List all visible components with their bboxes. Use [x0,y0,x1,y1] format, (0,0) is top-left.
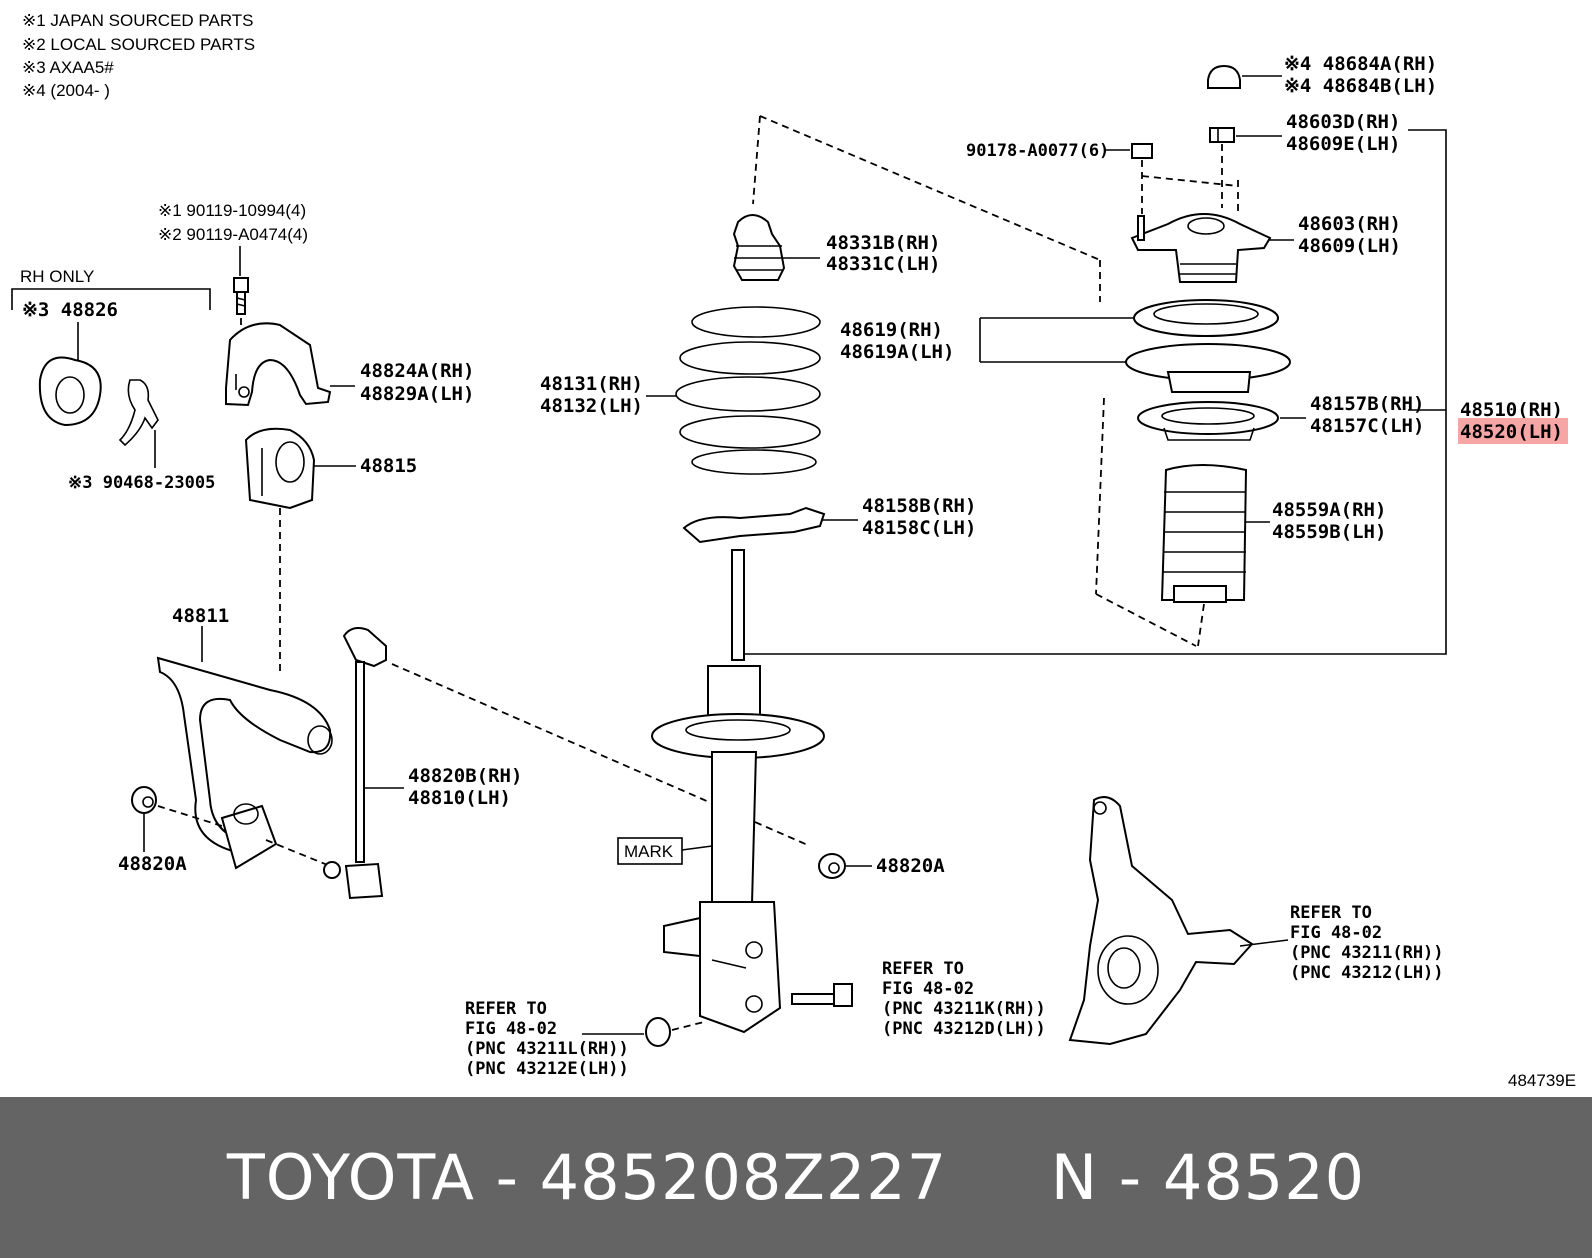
bracket-rh-label: 48824A(RH) [360,360,474,382]
part-number-banner: TOYOTA - 485208Z227 N - 48520 [0,1097,1592,1258]
ref-mid-line1: REFER TO [882,959,964,979]
shield-part-48826 [38,322,102,427]
ref-mid-line3: (PNC 43211K(RH)) [882,999,1046,1019]
figure-id: 484739E [1508,1071,1576,1090]
upper-insulator-part [1137,401,1279,441]
bumper-lh-label: 48331C(LH) [826,253,940,275]
bolt-label-2: ※2 90119-A0474(4) [158,225,308,244]
dust-boot-part [1160,464,1248,603]
note-3: ※3 AXAA5# [22,58,114,77]
mark-label: MARK [624,842,674,861]
note-2: ※2 LOCAL SOURCED PARTS [22,35,255,54]
strut-lh-label: 48520(LH) [1460,421,1563,443]
part-number-text: TOYOTA - 485208Z227 N - 48520 [226,1141,1366,1214]
spring-lh-label: 48132(LH) [540,395,643,417]
ref-left-line4: (PNC 43212E(LH)) [465,1059,629,1079]
rh-only-label: RH ONLY [20,267,94,286]
link-lh-label: 48810(LH) [408,787,511,809]
cap-lh-label: ※4 48684B(LH) [1284,75,1437,97]
upper-insul-rh-label: 48157B(RH) [1310,393,1424,415]
nut-left-label: 48820A [118,853,187,875]
ref-right-line4: (PNC 43212(LH)) [1290,963,1444,983]
clip-part [118,379,159,468]
mount-lh-label: 48609(LH) [1298,235,1401,257]
ref-left-line1: REFER TO [465,999,547,1019]
strut-lh-highlight [1458,418,1568,444]
top-nut-part [1209,127,1235,143]
mount-rh-label: 48603(RH) [1298,213,1401,235]
cap-rh-label: ※4 48684A(RH) [1284,53,1437,75]
seat-rh-label: 48619(RH) [840,319,943,341]
bolt-label-1: ※1 90119-10994(4) [158,201,306,220]
ref-right-line1: REFER TO [1290,903,1372,923]
note-1: ※1 JAPAN SOURCED PARTS [22,11,254,30]
spring-rh-label: 48131(RH) [540,373,643,395]
nut-right-label: 48820A [876,855,945,877]
clip-label: ※3 90468-23005 [68,473,215,493]
nut-right-part [818,853,846,879]
ref-left-line2: FIG 48-02 [465,1019,557,1039]
steering-knuckle-part [1068,796,1254,1046]
cap-part [1207,64,1241,89]
strut-rh-label: 48510(RH) [1460,399,1563,421]
mark-callout: MARK [617,837,713,865]
suspension-exploded-diagram: ※1 JAPAN SOURCED PARTS ※2 LOCAL SOURCED … [11,11,1576,1090]
stabilizer-link-part [323,627,387,900]
upper-insul-lh-label: 48157C(LH) [1310,415,1424,437]
stabilizer-bracket-part [225,322,332,407]
nut-left-part [131,786,157,814]
spring-seat-lower-part [1125,343,1291,393]
lower-insulator-part [682,506,826,544]
spring-seat-upper-part [1133,299,1279,337]
ref-mid-line4: (PNC 43212D(LH)) [882,1019,1046,1039]
small-nut-label: 90178-A0077(6) [966,141,1109,161]
note-4: ※4 (2004- ) [22,81,110,100]
top-nut-lh-label: 48609E(LH) [1286,133,1400,155]
boot-rh-label: 48559A(RH) [1272,499,1386,521]
ref-mid-line2: FIG 48-02 [882,979,974,999]
upper-mount-part [1130,213,1272,283]
ref-right-line3: (PNC 43211(RH)) [1290,943,1444,963]
seat-lh-label: 48619A(LH) [840,341,954,363]
knuckle-nut-part [645,1017,671,1047]
ref-left-line3: (PNC 43211L(RH)) [465,1039,629,1059]
part-48826-label: ※3 48826 [22,299,118,321]
lower-insul-rh-label: 48158B(RH) [862,495,976,517]
bumper-rh-label: 48331B(RH) [826,232,940,254]
small-nut-part [1131,143,1153,159]
lower-insul-lh-label: 48158C(LH) [862,517,976,539]
coil-spring-part [675,306,821,475]
stabilizer-bar-label: 48811 [172,605,229,627]
top-nut-rh-label: 48603D(RH) [1286,111,1400,133]
bracket-lh-label: 48829A(LH) [360,383,474,405]
bump-stopper-part [732,214,786,281]
bolt-part [233,277,249,315]
stabilizer-bar-part [156,656,333,870]
notes-legend: ※1 JAPAN SOURCED PARTS ※2 LOCAL SOURCED … [22,11,255,100]
bushing-part-48815 [244,427,316,510]
knuckle-bolt-part [791,983,853,1007]
strut-assembly-part [651,549,825,1034]
ref-right-line2: FIG 48-02 [1290,923,1382,943]
boot-lh-label: 48559B(LH) [1272,521,1386,543]
link-rh-label: 48820B(RH) [408,765,522,787]
bushing-label: 48815 [360,455,417,477]
